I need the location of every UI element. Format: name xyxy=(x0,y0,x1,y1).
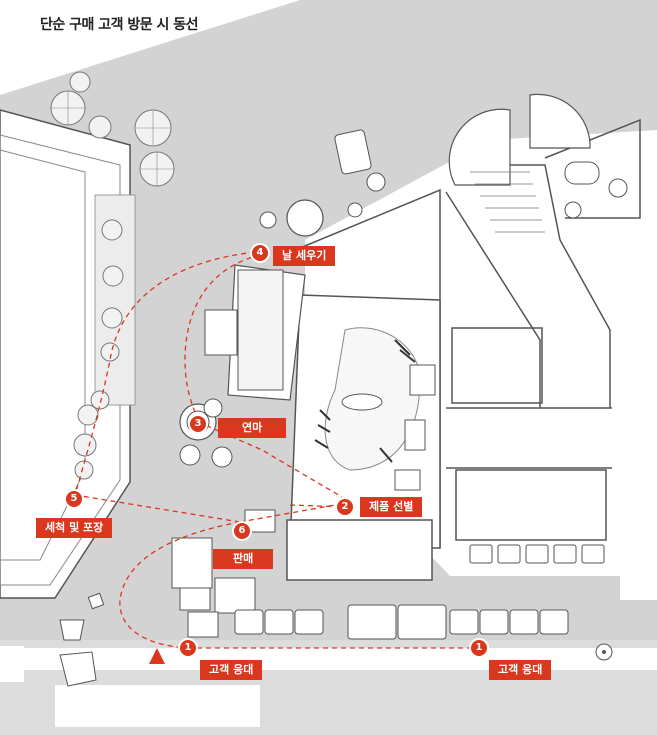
step-2-label: 제품 선별 xyxy=(360,497,423,517)
step-4-marker: 4 xyxy=(252,245,268,261)
step-2-marker: 2 xyxy=(337,499,353,515)
step-4-label: 날 세우기 xyxy=(273,246,336,266)
diagram-title: 단순 구매 고객 방문 시 동선 xyxy=(40,17,199,33)
step-1b-label: 고객 응대 xyxy=(489,660,552,680)
step-6-marker: 6 xyxy=(234,523,250,539)
step-5-marker: 5 xyxy=(66,491,82,507)
step-3-marker: 3 xyxy=(190,416,206,432)
arrow-up-icon xyxy=(149,648,165,664)
step-1-marker: 1 xyxy=(180,640,196,656)
step-1b-marker: 1 xyxy=(471,640,487,656)
step-1-label: 고객 응대 xyxy=(200,660,263,680)
step-5-label: 세척 및 포장 xyxy=(36,518,113,538)
step-3-label: 연마 xyxy=(218,418,287,438)
step-6-label: 판매 xyxy=(213,549,274,569)
